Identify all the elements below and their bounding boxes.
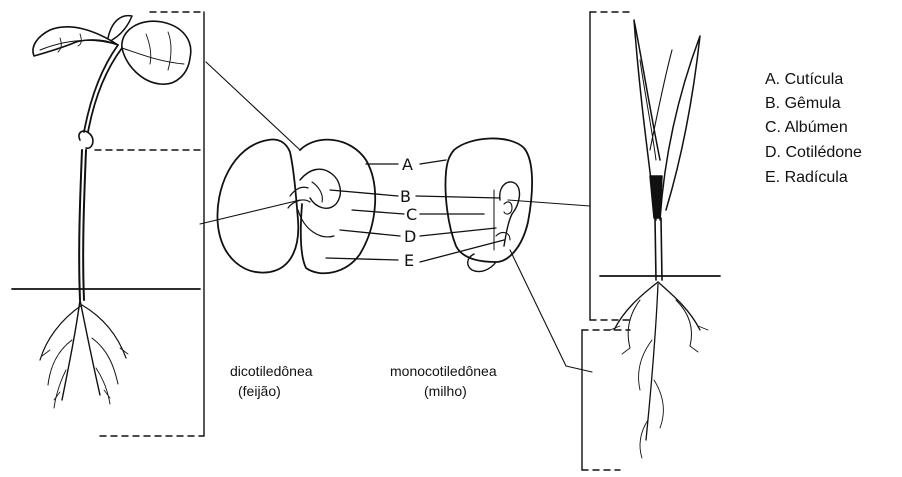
corn-seedling: [600, 20, 720, 458]
left-brackets: [95, 12, 204, 436]
letter-c: C: [406, 205, 417, 224]
caption-dicot-name: dicotiledônea: [230, 363, 313, 379]
letter-d: D: [404, 227, 416, 246]
legend-item-c: C. Albúmen: [765, 119, 848, 136]
right-brackets: [582, 12, 634, 470]
bean-seed-section: [217, 140, 375, 274]
connector-lines: [200, 62, 592, 372]
captions: dicotiledônea (feijão) monocotiledônea (…: [230, 363, 497, 399]
legend-item-d: D. Cotilédone: [765, 144, 862, 161]
caption-monocot-name: monocotiledônea: [390, 363, 497, 379]
letter-b: B: [400, 187, 411, 206]
part-letters: A B C D E: [400, 155, 417, 270]
legend: A. Cutícula B. Gêmula C. Albúmen D. Coti…: [765, 71, 862, 186]
bean-seedling: [12, 16, 200, 408]
legend-item-a: A. Cutícula: [765, 71, 843, 88]
legend-item-e: E. Radícula: [765, 169, 848, 186]
caption-dicot-common: (feijão): [238, 383, 281, 399]
letter-e: E: [404, 251, 414, 270]
letter-a: A: [402, 155, 413, 174]
caption-monocot-common: (milho): [424, 383, 467, 399]
legend-item-b: B. Gêmula: [765, 95, 841, 112]
